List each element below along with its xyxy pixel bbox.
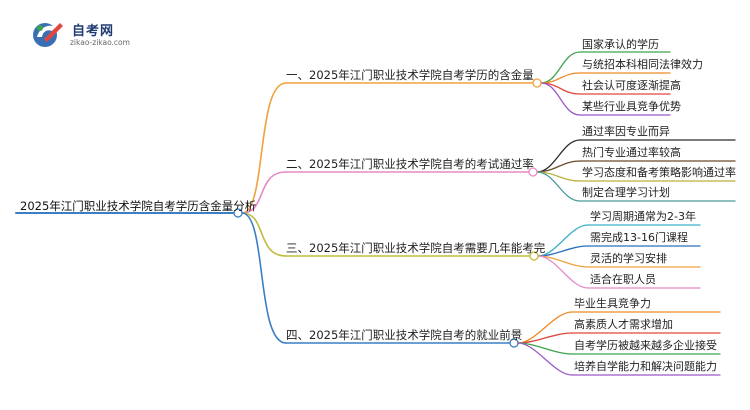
leaf-2-4[interactable]: 制定合理学习计划 <box>582 186 670 199</box>
site-logo[interactable]: 自考网 zikao-zikao.com <box>30 17 150 51</box>
leaf-1-3[interactable]: 社会认可度逐渐提高 <box>582 79 681 92</box>
branch-3-collapse-toggle[interactable] <box>529 251 539 261</box>
branch-2-collapse-toggle[interactable] <box>528 167 538 177</box>
logo-subtitle: zikao-zikao.com <box>70 38 130 47</box>
logo-mark-icon <box>33 23 63 47</box>
leaf-1-4[interactable]: 某些行业具竞争优势 <box>582 100 681 113</box>
branch-1-label[interactable]: 一、2025年江门职业技术学院自考学历的含金量 <box>286 68 534 82</box>
leaf-4-2[interactable]: 高素质人才需求增加 <box>574 318 673 331</box>
leaf-3-1[interactable]: 学习周期通常为2-3年 <box>590 210 696 223</box>
leaf-3-3[interactable]: 灵活的学习安排 <box>590 252 667 265</box>
branch-1-connector <box>241 82 287 214</box>
leaf-4-1[interactable]: 毕业生具竞争力 <box>574 297 651 310</box>
leaf-1-1[interactable]: 国家承认的学历 <box>582 38 659 51</box>
branch-3-connector <box>241 212 287 257</box>
leaf-4-4-connector <box>517 342 573 376</box>
branch-3-label[interactable]: 三、2025年江门职业技术学院自考需要几年能考完 <box>286 241 546 255</box>
root-collapse-toggle[interactable] <box>233 208 243 218</box>
leaf-2-4-connector <box>536 171 581 202</box>
leaf-2-1[interactable]: 通过率因专业而异 <box>582 125 670 138</box>
branch-1-collapse-toggle[interactable] <box>532 78 542 88</box>
branch-2-connector <box>241 171 287 214</box>
branch-4-connector <box>241 212 287 344</box>
branch-4-label[interactable]: 四、2025年江门职业技术学院自考的就业前景 <box>286 328 523 342</box>
logo-title: 自考网 <box>72 24 115 39</box>
leaf-1-4-connector <box>540 82 581 116</box>
leaf-3-4[interactable]: 适合在职人员 <box>590 273 656 286</box>
leaf-3-4-connector <box>537 255 589 289</box>
leaf-4-3[interactable]: 自考学历被越来越多企业接受 <box>574 339 717 352</box>
branch-4-collapse-toggle[interactable] <box>509 338 519 348</box>
leaf-1-2[interactable]: 与统招本科相同法律效力 <box>582 58 703 71</box>
branch-2-label[interactable]: 二、2025年江门职业技术学院自考的考试通过率 <box>286 157 534 171</box>
root-topic[interactable]: 2025年江门职业技术学院自考学历含金量分析 <box>20 199 257 213</box>
leaf-2-2[interactable]: 热门专业通过率较高 <box>582 146 681 159</box>
leaf-4-4[interactable]: 培养自学能力和解决问题能力 <box>574 360 717 373</box>
leaf-3-2[interactable]: 需完成13-16门课程 <box>590 231 688 244</box>
leaf-2-3[interactable]: 学习态度和备考策略影响通过率 <box>582 166 736 179</box>
